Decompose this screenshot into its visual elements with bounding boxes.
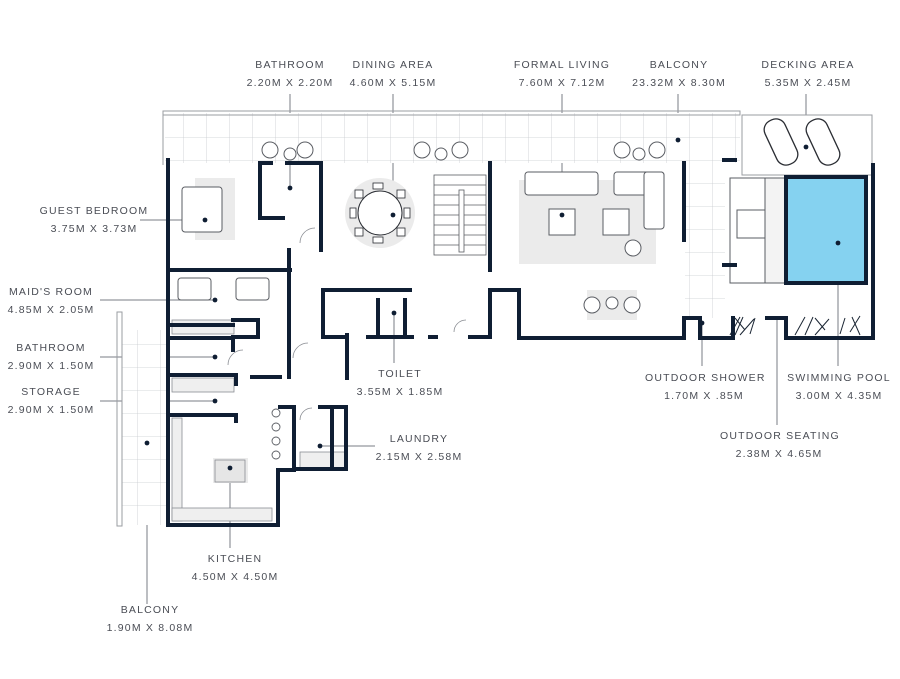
label-swimming-pool: SWIMMING POOL 3.00M X 4.35M	[785, 369, 893, 405]
room-name: STORAGE	[21, 386, 81, 398]
room-dims: 23.32M X 8.30M	[632, 77, 726, 89]
leader-lines	[100, 94, 839, 604]
room-dims: 2.15M X 2.58M	[375, 451, 463, 463]
room-dims: 2.38M X 4.65M	[735, 448, 823, 460]
label-laundry: LAUNDRY 2.15M X 2.58M	[364, 430, 474, 466]
room-name: LAUNDRY	[389, 433, 449, 445]
room-dims: 7.60M X 7.12M	[518, 77, 606, 89]
swimming-pool	[784, 175, 868, 285]
label-outdoor-seating: OUTDOOR SEATING 2.38M X 4.65M	[720, 427, 840, 463]
room-name: TOILET	[378, 368, 422, 380]
room-dims: 1.70M X .85M	[664, 390, 744, 402]
room-name: DINING AREA	[352, 59, 434, 71]
room-name: BATHROOM	[16, 342, 86, 354]
room-name: OUTDOOR SEATING	[720, 430, 840, 442]
walls	[166, 158, 875, 527]
room-name: SWIMMING POOL	[787, 372, 891, 384]
room-name: BATHROOM	[255, 59, 325, 71]
room-name: BALCONY	[649, 59, 709, 71]
room-name: GUEST BEDROOM	[39, 205, 149, 217]
room-dims: 3.55M X 1.85M	[356, 386, 444, 398]
label-outdoor-shower: OUTDOOR SHOWER 1.70M X .85M	[645, 369, 766, 405]
room-name: OUTDOOR SHOWER	[645, 372, 766, 384]
label-formal-living: FORMAL LIVING 7.60M X 7.12M	[507, 56, 617, 92]
room-dims: 4.85M X 2.05M	[7, 304, 95, 316]
label-balcony-left: BALCONY 1.90M X 8.08M	[95, 601, 205, 637]
room-dims: 2.90M X 1.50M	[7, 360, 95, 372]
label-toilet: TOILET 3.55M X 1.85M	[345, 365, 455, 401]
label-bathroom-top: BATHROOM 2.20M X 2.20M	[235, 56, 345, 92]
label-kitchen: KITCHEN 4.50M X 4.50M	[180, 550, 290, 586]
left-balcony-tiles	[122, 330, 167, 525]
label-balcony-top: BALCONY 23.32M X 8.30M	[620, 56, 738, 92]
room-name: KITCHEN	[207, 553, 263, 565]
room-name: MAID'S ROOM	[8, 286, 94, 298]
room-dims: 5.35M X 2.45M	[764, 77, 852, 89]
label-bathroom-left: BATHROOM 2.90M X 1.50M	[0, 339, 102, 375]
room-name: BALCONY	[120, 604, 180, 616]
room-dims: 2.20M X 2.20M	[246, 77, 334, 89]
room-dims: 3.75M X 3.73M	[50, 223, 138, 235]
label-maids-room: MAID'S ROOM 4.85M X 2.05M	[0, 283, 102, 319]
label-decking-area: DECKING AREA 5.35M X 2.45M	[752, 56, 864, 92]
label-dining-area: DINING AREA 4.60M X 5.15M	[338, 56, 448, 92]
room-dims: 1.90M X 8.08M	[106, 622, 194, 634]
label-storage: STORAGE 2.90M X 1.50M	[0, 383, 102, 419]
room-dims: 4.50M X 4.50M	[191, 571, 279, 583]
room-dims: 2.90M X 1.50M	[7, 404, 95, 416]
room-dims: 4.60M X 5.15M	[349, 77, 437, 89]
room-dims: 3.00M X 4.35M	[795, 390, 883, 402]
room-name: DECKING AREA	[761, 59, 855, 71]
room-name: FORMAL LIVING	[513, 59, 611, 71]
label-guest-bedroom: GUEST BEDROOM 3.75M X 3.73M	[38, 202, 150, 238]
